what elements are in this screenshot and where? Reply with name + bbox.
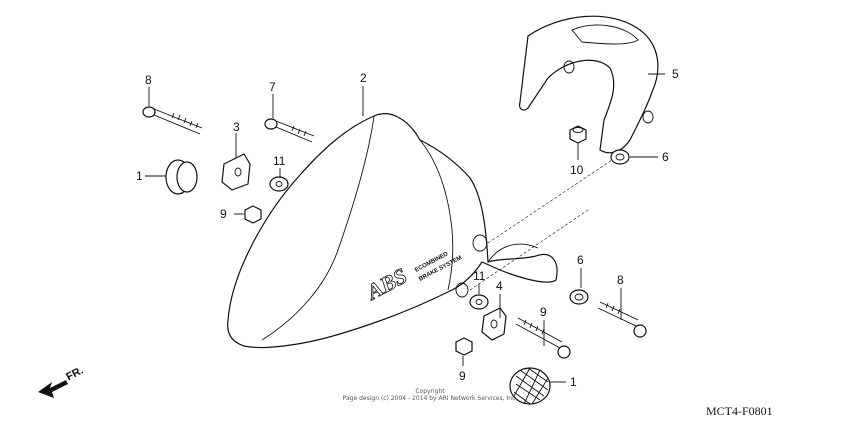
grommet-6-lower[interactable]: [569, 289, 589, 305]
callout-7-upper: 7: [269, 80, 276, 94]
front-direction-arrow-icon: [38, 380, 68, 398]
callout-7-lower: 8: [617, 273, 624, 287]
callout-8-lower: 9: [540, 305, 547, 319]
copyright-notice: Copyright Page design (c) 2004 - 2014 by…: [300, 388, 560, 402]
washer-11-right[interactable]: [469, 294, 489, 310]
copyright-line-1: Copyright: [415, 388, 445, 395]
callout-8-upper: 8: [145, 73, 152, 87]
bolt-7-lower[interactable]: [597, 301, 647, 338]
front-fender[interactable]: [227, 113, 558, 349]
fender-bracket[interactable]: [519, 15, 659, 154]
callout-1-left: 1: [136, 169, 143, 183]
callout-11-left: 11: [273, 154, 286, 168]
bracket-3[interactable]: [221, 153, 251, 191]
callout-6-upper: 6: [662, 150, 669, 164]
callout-9-right: 9: [459, 369, 466, 383]
callout-11-right: 11: [473, 269, 486, 283]
grommet-6-upper[interactable]: [610, 149, 630, 165]
nut-10[interactable]: [569, 125, 587, 144]
callout-2: 2: [360, 71, 367, 85]
bolt-8-upper[interactable]: [142, 106, 203, 135]
bolt-8-lower[interactable]: [515, 317, 571, 359]
nut-9-right[interactable]: [455, 337, 473, 356]
callout-5: 5: [672, 67, 679, 81]
leader-lines: [145, 73, 665, 383]
callout-1-right: 1: [570, 375, 577, 389]
bolt-7-upper[interactable]: [264, 118, 315, 143]
callout-9-left: 9: [220, 207, 227, 221]
reflector-1-right[interactable]: [509, 367, 551, 405]
nut-9-left[interactable]: [244, 205, 262, 224]
copyright-line-2: Page design (c) 2004 - 2014 by ARI Netwo…: [342, 395, 518, 402]
bracket-4[interactable]: [481, 307, 507, 341]
callout-10: 10: [570, 163, 584, 177]
diagram-code: MCT4-F0801: [706, 404, 773, 418]
callout-3: 3: [233, 120, 240, 134]
washer-11-left[interactable]: [269, 176, 289, 192]
callout-6-lower: 6: [577, 253, 584, 267]
callout-4: 4: [496, 279, 503, 293]
reflector-1-left[interactable]: [165, 159, 198, 195]
